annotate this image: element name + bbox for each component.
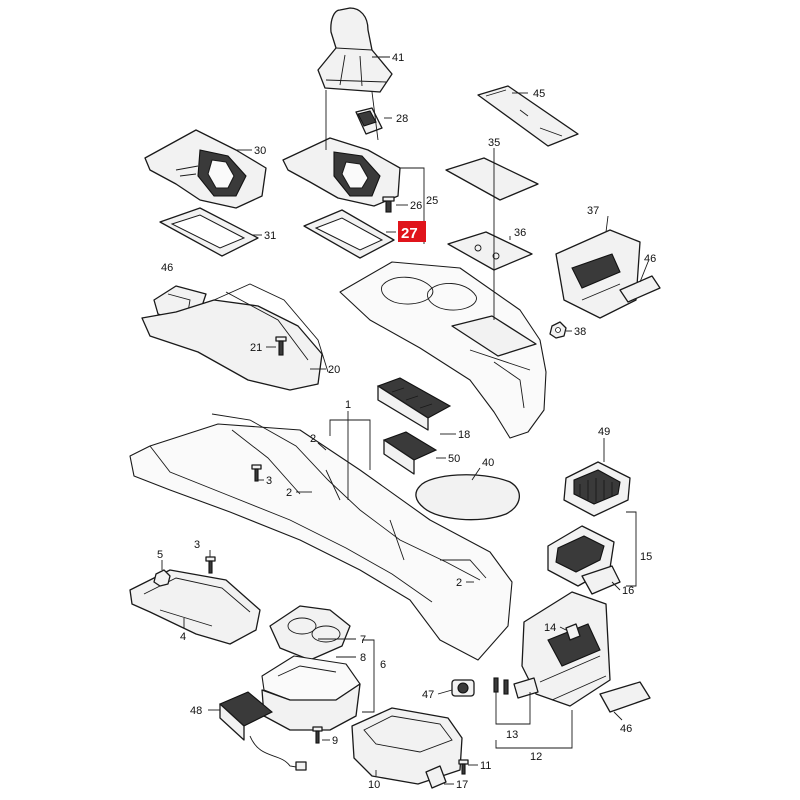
switch-block-18 (376, 377, 452, 431)
side-panel-20 (141, 283, 329, 391)
callout-labels: 41 45 28 30 35 25 26 27 31 37 36 46 46 3… (157, 52, 656, 791)
mat-36 (447, 231, 533, 271)
callout-35: 35 (488, 137, 500, 149)
callout-17: 17 (456, 779, 468, 791)
callout-46-upper: 46 (644, 253, 656, 265)
gear-knob-boot (317, 7, 393, 93)
callout-28: 28 (396, 113, 408, 125)
callout-7: 7 (360, 634, 366, 646)
cup-holder-insert-7 (269, 605, 351, 661)
mat-35 (445, 157, 539, 201)
callout-36: 36 (514, 227, 526, 239)
rear-panel-12 (521, 591, 611, 707)
callout-10: 10 (368, 779, 380, 791)
trim-16 (581, 565, 621, 595)
rear-vent-49 (563, 461, 631, 517)
nut-5 (153, 569, 171, 587)
callout-16: 16 (622, 585, 634, 597)
callout-41: 41 (392, 52, 404, 64)
callout-2-middle: 2 (286, 487, 292, 499)
callout-14: 14 (544, 622, 556, 634)
clip-14 (565, 623, 581, 641)
callout-45: 45 (533, 88, 545, 100)
highlighted-callout-27: 27 (398, 221, 426, 242)
main-console-housing-1 (129, 413, 513, 661)
switch-50 (382, 431, 438, 475)
callout-6: 6 (380, 659, 386, 671)
callout-48: 48 (190, 705, 202, 717)
screw-3-upper (251, 464, 262, 482)
callout-11: 11 (480, 760, 491, 772)
shift-trim-25 (282, 137, 401, 207)
callout-21: 21 (250, 342, 262, 354)
leader-lines (161, 56, 649, 785)
screw-26 (382, 196, 395, 213)
callout-46-bracket: 46 (161, 262, 173, 274)
callout-20: 20 (328, 364, 340, 376)
callout-27: 27 (401, 225, 418, 242)
callout-50: 50 (448, 453, 460, 465)
callout-9: 9 (332, 735, 338, 747)
cover-46-lower (599, 681, 651, 713)
storage-box-10 (351, 707, 463, 785)
callout-25: 25 (426, 195, 438, 207)
upper-console (339, 261, 547, 439)
callout-3-upper: 3 (266, 475, 272, 487)
callout-49: 49 (598, 426, 610, 438)
surround-frame-27 (303, 209, 395, 259)
storage-tray-6 (261, 683, 361, 731)
callout-30: 30 (254, 145, 266, 157)
screw-9 (312, 726, 323, 744)
socket-47 (451, 679, 475, 697)
callout-26: 26 (410, 200, 422, 212)
callout-31: 31 (264, 230, 276, 242)
callout-40: 40 (482, 457, 494, 469)
callout-2-lower: 2 (456, 577, 462, 589)
screw-21 (275, 336, 287, 356)
callout-37: 37 (587, 205, 599, 217)
nut-38 (549, 321, 567, 339)
surround-frame-31 (159, 207, 259, 257)
callout-46-lower: 46 (620, 723, 632, 735)
insert-28 (355, 107, 383, 135)
screw-11 (458, 759, 469, 775)
cover-17 (425, 765, 447, 789)
callout-5: 5 (157, 549, 163, 561)
screw-3-lower (205, 556, 216, 574)
callout-1: 1 (345, 399, 351, 411)
callout-8: 8 (360, 652, 366, 664)
bracket-4 (129, 569, 261, 645)
small-parts-13 (493, 677, 539, 699)
leather-cover-45 (477, 85, 579, 147)
callout-18: 18 (458, 429, 470, 441)
callout-13: 13 (506, 729, 518, 741)
cover-46-upper (619, 275, 661, 303)
rear-vent-panel-37 (555, 229, 641, 319)
callout-15: 15 (640, 551, 652, 563)
module-48 (219, 691, 307, 771)
shift-trim-30 (144, 129, 267, 209)
callout-12: 12 (530, 751, 542, 763)
armrest-pad-40 (415, 474, 520, 521)
callout-4: 4 (180, 631, 186, 643)
callout-2-upper: 2 (310, 433, 316, 445)
callout-47: 47 (422, 689, 434, 701)
callout-3-lower: 3 (194, 539, 200, 551)
callout-38: 38 (574, 326, 586, 338)
